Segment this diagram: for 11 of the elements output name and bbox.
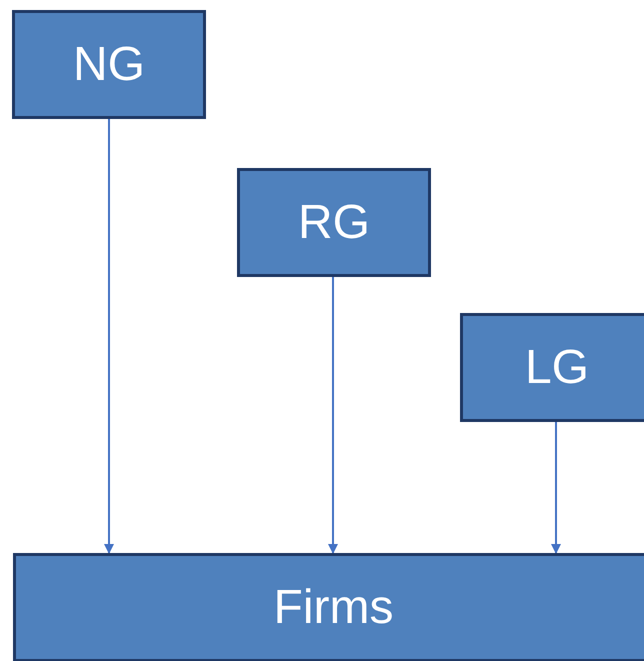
label-box [12,10,206,119]
label-box [237,168,431,277]
arrow [104,119,114,554]
label-box [13,553,644,661]
box-label: Firms [274,584,394,632]
arrow [551,422,561,554]
box-label: LG [524,344,590,392]
label-box [460,313,644,422]
box-label: NG [73,40,145,88]
box-label: RG [298,198,370,246]
arrow [328,277,338,554]
